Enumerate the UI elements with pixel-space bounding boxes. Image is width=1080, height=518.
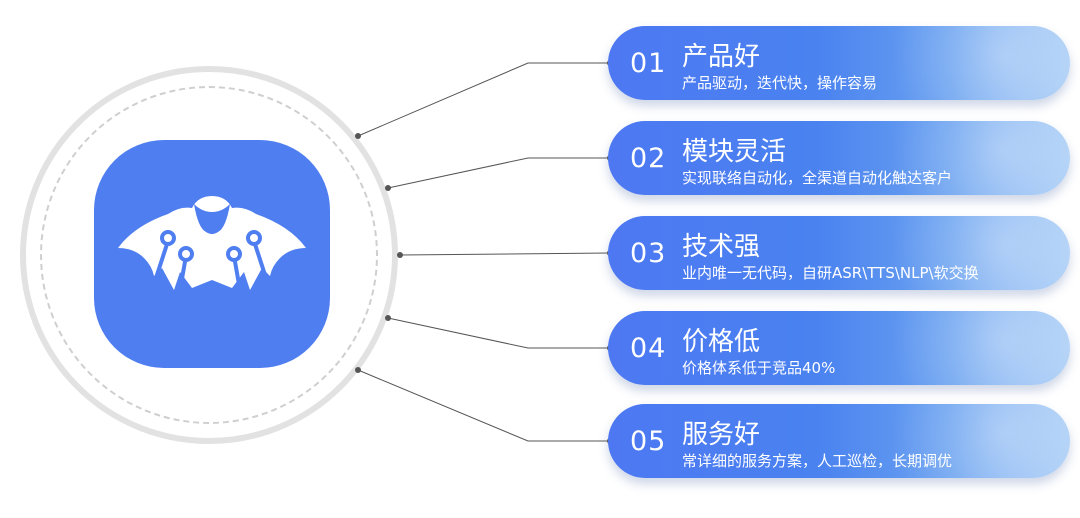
connector-05 [357,369,610,442]
connector-03 [399,252,611,256]
feature-card-02: 02 模块灵活 实现联络自动化，全渠道自动化触达客户 [608,121,1070,195]
feature-description: 产品驱动，迭代快，操作容易 [682,74,878,92]
feature-number: 05 [630,426,667,457]
feature-card-01: 01 产品好 产品驱动，迭代快，操作容易 [608,26,1070,100]
feature-card-04: 04 价格低 价格体系低于竞品40% [608,311,1070,385]
feature-description: 常详细的服务方案，人工巡检，长期调优 [682,452,953,470]
connector-dot-04a [385,315,391,321]
feature-card-05: 05 服务好 常详细的服务方案，人工巡检，长期调优 [608,404,1070,478]
feature-title: 技术强 [682,232,761,262]
connector-02 [387,157,610,189]
feature-card-03: 03 技术强 业内唯一无代码，自研ASR\TTS\NLP\软交换 [608,216,1070,290]
logo-tile [94,140,330,368]
connector-dot-05a [355,367,361,373]
feature-number: 02 [630,143,667,174]
logo-ring-outer [20,66,398,444]
logo-ring-inner [40,86,378,424]
feature-description: 价格体系低于竞品40% [682,359,836,377]
feature-description: 实现联络自动化，全渠道自动化触达客户 [682,169,953,187]
feature-description: 业内唯一无代码，自研ASR\TTS\NLP\软交换 [682,264,979,282]
connector-dot-03a [397,252,403,258]
feature-title: 产品好 [682,42,761,72]
connector-01 [357,62,610,137]
connector-dot-02a [385,185,391,191]
feature-title: 价格低 [682,327,761,357]
connector-04 [387,317,610,349]
feature-title: 服务好 [682,420,761,450]
feature-number: 03 [630,238,667,269]
bat-circuit-icon [118,196,306,292]
feature-number: 04 [630,333,667,364]
feature-title: 模块灵活 [682,137,787,167]
connector-dot-01a [355,133,361,139]
feature-number: 01 [630,48,667,79]
